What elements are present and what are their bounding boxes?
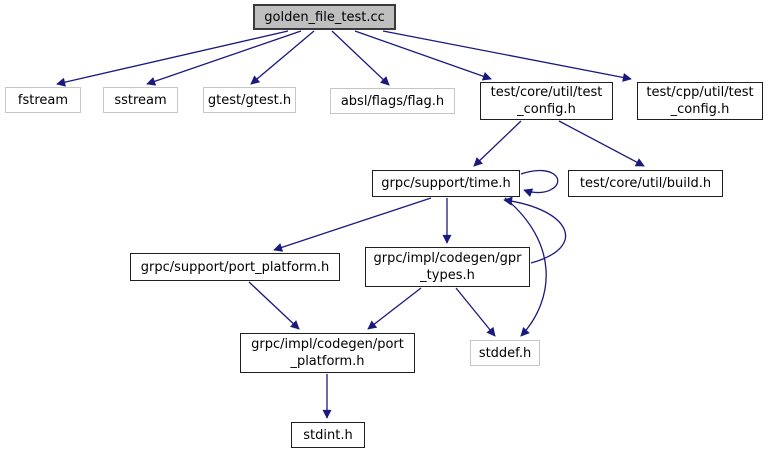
edge-gpr-types-codegen-pp <box>367 287 422 330</box>
edge-gpr-types-stddef <box>455 287 496 337</box>
edge-test-core-config-time <box>473 120 522 167</box>
node-label: grpc/support/port_platform.h <box>140 259 330 275</box>
node-grpc-impl-codegen-gpr-types-h[interactable]: grpc/impl/codegen/gpr _types.h <box>365 247 530 287</box>
node-label: stddef.h <box>478 345 532 361</box>
node-label: gtest/gtest.h <box>207 92 292 108</box>
node-test-cpp-util-test-config-h[interactable]: test/cpp/util/test _config.h <box>637 82 763 120</box>
edge-main-fstream <box>56 30 289 87</box>
node-stdint-h[interactable]: stdint.h <box>291 422 365 448</box>
node-stddef-h[interactable]: stddef.h <box>470 340 540 366</box>
edge-support-pp-codegen-pp <box>248 281 300 330</box>
node-label: grpc/impl/codegen/port _platform.h <box>251 337 404 369</box>
node-grpc-support-port-platform-h[interactable]: grpc/support/port_platform.h <box>130 253 340 281</box>
node-label: sstream <box>114 92 167 108</box>
node-label: golden_file_test.cc <box>264 9 385 25</box>
node-gtest-gtest-h[interactable]: gtest/gtest.h <box>203 87 296 113</box>
edge-main-sstream <box>146 30 302 86</box>
node-label: test/core/util/test _config.h <box>490 85 603 117</box>
node-test-core-util-test-config-h[interactable]: test/core/util/test _config.h <box>480 82 613 120</box>
edge-main-test-cpp-config <box>382 30 632 82</box>
node-label: grpc/impl/codegen/gpr _types.h <box>373 251 522 283</box>
edge-time-support-pp <box>273 197 432 252</box>
node-sstream[interactable]: sstream <box>103 87 178 113</box>
node-label: absl/flags/flag.h <box>340 93 445 109</box>
edge-test-core-config-build <box>558 120 645 167</box>
edge-main-absl <box>331 30 390 86</box>
node-fstream[interactable]: fstream <box>5 87 81 113</box>
node-label: fstream <box>17 92 69 108</box>
node-absl-flags-flag-h[interactable]: absl/flags/flag.h <box>330 88 455 114</box>
node-label: test/cpp/util/test _config.h <box>646 85 754 117</box>
node-test-core-util-build-h[interactable]: test/core/util/build.h <box>568 170 723 197</box>
node-grpc-support-time-h[interactable]: grpc/support/time.h <box>372 170 520 197</box>
edge-time-stddef <box>504 197 547 337</box>
edge-gpr-types-time <box>503 196 567 264</box>
edge-main-gtest <box>250 30 315 85</box>
node-label: grpc/support/time.h <box>381 176 511 191</box>
edge-main-test-core-config <box>354 30 492 81</box>
node-label: stdint.h <box>303 427 353 443</box>
edge-time-self-loop <box>520 169 559 197</box>
node-label: test/core/util/build.h <box>579 176 712 191</box>
node-golden-file-test-cc[interactable]: golden_file_test.cc <box>253 4 396 30</box>
node-grpc-impl-codegen-port-platform-h[interactable]: grpc/impl/codegen/port _platform.h <box>240 333 415 373</box>
